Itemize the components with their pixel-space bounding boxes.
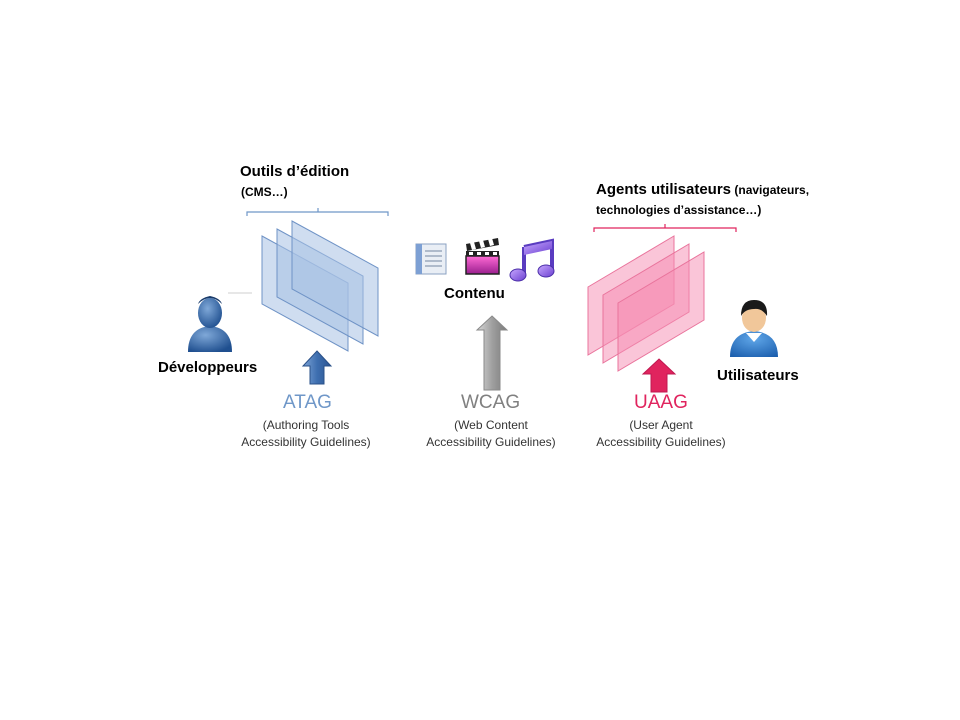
film-clapper-icon [465, 238, 500, 275]
developers-label: Développeurs [158, 359, 258, 376]
user-agents-title-main: Agents utilisateurs [596, 181, 732, 198]
authoring-tools-bracket [246, 208, 389, 216]
wcag-arrow [475, 315, 509, 391]
authoring-tools-title: Outils d’édition [240, 163, 350, 180]
document-icon [415, 243, 447, 275]
developer-person-icon [188, 292, 252, 352]
atag-acronym: ATAG [283, 392, 332, 413]
uaag-description-line1: (User Agent [629, 418, 693, 432]
uaag-description-line2: Accessibility Guidelines) [596, 435, 726, 449]
user-agents-title: Agents utilisateurs (navigateurs, [596, 181, 809, 199]
user-agents-bracket [593, 224, 737, 232]
uaag-acronym: UAAG [634, 392, 688, 413]
wcag-description: (Web Content Accessibility Guidelines) [407, 417, 575, 451]
user-agents-subtitle: technologies d’assistance…) [596, 203, 762, 217]
atag-arrow [301, 350, 333, 385]
user-agents-layers [587, 235, 705, 372]
users-label: Utilisateurs [717, 367, 799, 384]
user-person-icon [730, 300, 778, 357]
atag-description: (Authoring Tools Accessibility Guideline… [222, 417, 390, 451]
uaag-arrow [641, 358, 677, 393]
music-notes-icon [509, 238, 555, 282]
wcag-description-line2: Accessibility Guidelines) [426, 435, 556, 449]
atag-description-line2: Accessibility Guidelines) [241, 435, 371, 449]
authoring-tools-layers [261, 220, 379, 352]
authoring-tools-subtitle: (CMS…) [241, 185, 288, 199]
user-agents-title-suffix: (navigateurs, [731, 183, 810, 197]
atag-description-line1: (Authoring Tools [262, 418, 350, 432]
wcag-description-line1: (Web Content [454, 418, 528, 432]
uaag-description: (User Agent Accessibility Guidelines) [577, 417, 745, 451]
wcag-acronym: WCAG [461, 392, 521, 413]
content-title: Contenu [444, 285, 505, 302]
